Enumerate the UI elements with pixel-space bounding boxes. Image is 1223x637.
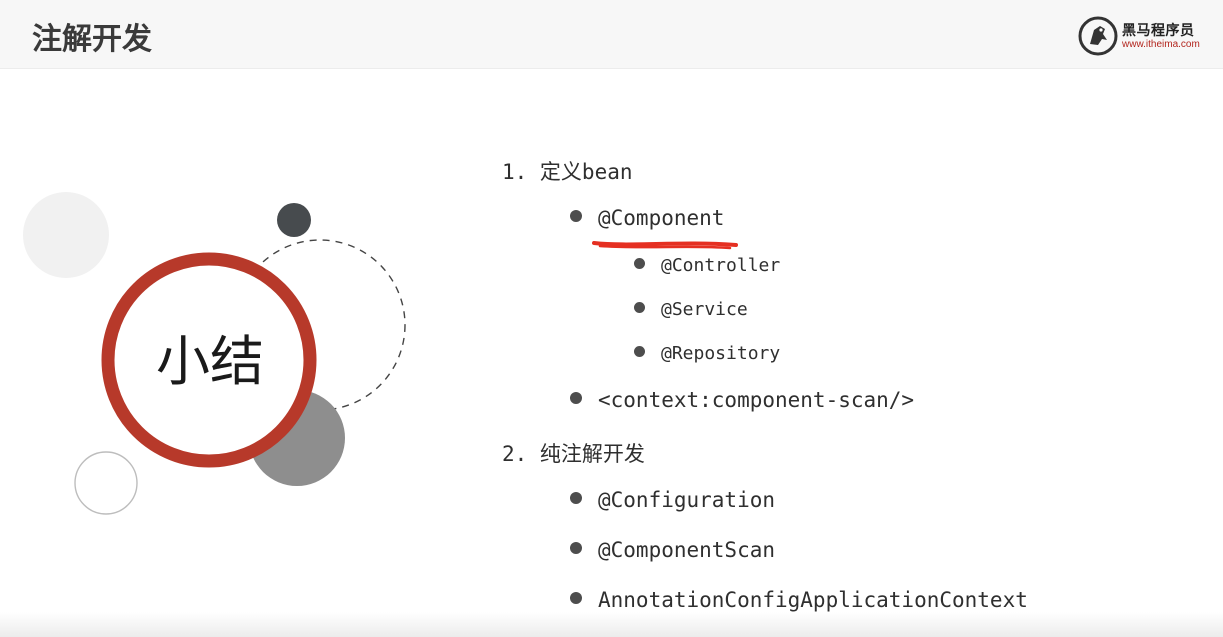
dark-dot	[277, 203, 311, 237]
horse-logo-icon	[1078, 16, 1118, 56]
pale-gray-circle	[23, 192, 109, 278]
outline-text: @ComponentScan	[598, 538, 776, 562]
outline-text: 2. 纯注解开发	[502, 442, 645, 466]
outline-text: @Service	[661, 299, 748, 320]
decorative-circles	[23, 192, 406, 515]
bullet-icon	[634, 257, 645, 269]
brand-logo: 黑马程序员 www.itheima.com	[1078, 16, 1218, 58]
outline-item-component-scan-xml: <context:component-scan/>	[570, 388, 914, 412]
outline-text: 1. 定义bean	[502, 160, 633, 184]
outline-item-define-bean: 1. 定义bean	[502, 156, 633, 186]
bullet-icon	[570, 210, 582, 222]
bullet-icon	[634, 345, 645, 357]
outline-item-component: @Component	[570, 206, 724, 230]
summary-label: 小结	[156, 330, 264, 393]
bullet-icon	[634, 301, 645, 313]
outline-item-configuration: @Configuration	[570, 488, 775, 512]
bottom-shadow	[0, 612, 1223, 637]
outline-item-service: @Service	[634, 299, 748, 320]
bullet-icon	[570, 542, 582, 554]
outline-item-pure-annotation: 2. 纯注解开发	[502, 438, 645, 468]
outline-text: AnnotationConfigApplicationContext	[598, 588, 1028, 612]
outline-item-controller: @Controller	[634, 255, 780, 276]
outline-text: @Repository	[661, 343, 781, 364]
outline-item-component-scan: @ComponentScan	[570, 538, 775, 562]
bullet-icon	[570, 492, 582, 504]
bullet-icon	[570, 392, 582, 404]
red-ring	[101, 252, 317, 468]
logo-name: 黑马程序员	[1122, 23, 1195, 39]
outline-text: <context:component-scan/>	[598, 388, 915, 412]
red-underline-annotation	[592, 241, 738, 250]
logo-url: www.itheima.com	[1122, 39, 1200, 50]
bullet-icon	[570, 592, 582, 604]
page-title: 注解开发	[32, 22, 152, 57]
outline-text: @Configuration	[598, 488, 776, 512]
slide-header: 注解开发 黑马程序员 www.itheima.com	[0, 0, 1223, 69]
outline-item-repository: @Repository	[634, 343, 780, 364]
outline-small-circle	[74, 451, 138, 515]
outline-text: @Controller	[661, 255, 781, 276]
outline-item-annotation-context: AnnotationConfigApplicationContext	[570, 588, 1028, 612]
outline-text: @Component	[598, 206, 725, 230]
